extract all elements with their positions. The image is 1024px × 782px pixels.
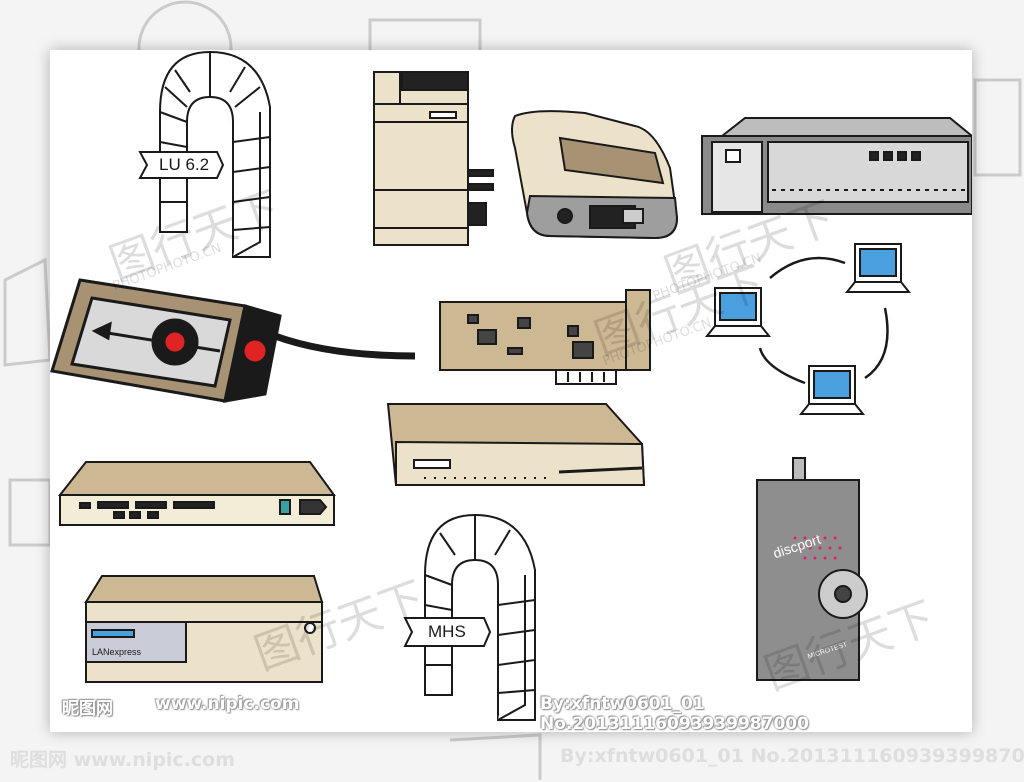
clipart-card: LU 6.2 — [50, 50, 972, 732]
pcmcia-modem-icon — [511, 110, 679, 240]
watermark-site-url: www.nipic.com — [155, 694, 300, 714]
desktop-server-icon — [84, 575, 324, 683]
network-hub-icon — [57, 461, 336, 526]
rack-server — [700, 116, 972, 221]
watermark-credit: By:xfntw0601_01 No.20131116093939987000 — [540, 694, 809, 732]
ring-network-icon — [704, 243, 912, 415]
network-hub — [57, 460, 338, 530]
gateway-arch-lu62: LU 6.2 — [135, 50, 285, 267]
pc-card-adapter — [50, 276, 420, 406]
gateway-arch-mhs: MHS — [400, 513, 550, 730]
outer-watermark-credit: By:xfntw0601_01 No.20131116093939987000 — [560, 745, 1024, 767]
pc-card-adapter-icon — [50, 278, 416, 403]
desktop-server: LANexpress — [84, 574, 324, 684]
modem-box-icon — [386, 403, 646, 486]
ring-network — [704, 238, 915, 428]
gateway-arch-lu62-icon — [138, 50, 271, 258]
tower-computer-icon — [373, 71, 494, 246]
tower-computer — [372, 70, 502, 248]
network-interface-card-icon — [439, 289, 651, 385]
network-interface-card — [438, 289, 658, 390]
watermark-bar: 昵图网 www.nipic.com By:xfntw0601_01 No.201… — [50, 694, 972, 732]
gateway-label-lu62: LU 6.2 — [159, 155, 210, 174]
modem-box — [384, 400, 649, 490]
watermark-site-cn: 昵图网 — [62, 699, 113, 719]
pcmcia-modem — [505, 108, 680, 243]
outer-watermark-logo: 昵图网 www.nipic.com — [10, 749, 236, 771]
rack-server-icon — [701, 117, 972, 215]
server-brand-label: LANexpress — [92, 647, 142, 657]
discport-device: discport MICROTEST — [755, 457, 868, 683]
gateway-label-mhs: MHS — [428, 622, 466, 641]
discport-device-icon — [756, 457, 868, 681]
gateway-arch-mhs-icon — [403, 513, 536, 721]
